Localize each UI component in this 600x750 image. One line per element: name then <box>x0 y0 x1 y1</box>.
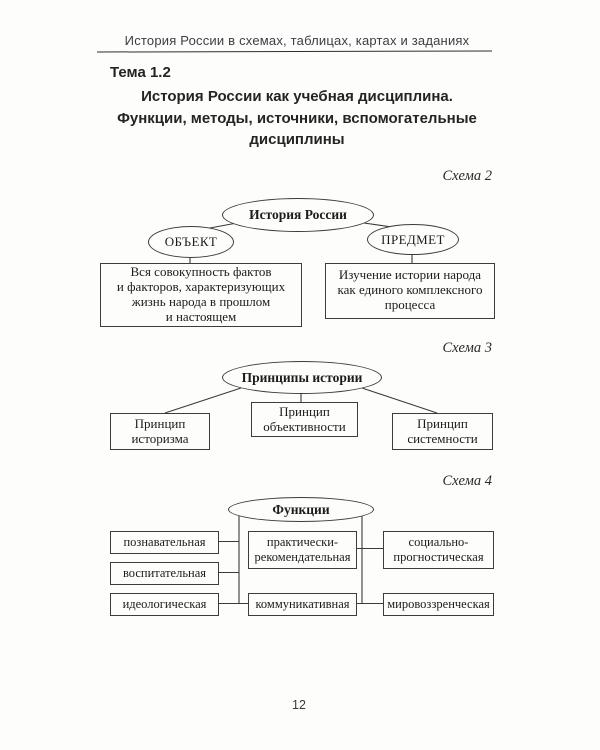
scheme4-box-line: социально- <box>408 534 469 549</box>
scheme4-box-line: прогностическая <box>393 550 484 564</box>
scheme4-box-communicative: коммуникативная <box>248 593 357 616</box>
scheme4-box-label: воспитательная <box>122 565 207 580</box>
scheme2-subject-box-line: Изучение истории народа <box>338 267 482 282</box>
scheme2-root-label: История России <box>249 207 347 222</box>
scheme4-box-social-prognostic: социально- прогностическая <box>383 531 494 569</box>
scheme2-object-box-line: и факторов, характеризующих <box>116 279 286 295</box>
scheme4-box-label: познавательная <box>123 534 206 549</box>
page-number: 12 <box>292 698 306 712</box>
page-title-line2: Функции, методы, источники, вспомогатель… <box>117 109 477 127</box>
scheme3-box-line: Принцип <box>134 415 186 431</box>
scheme4-box-practical-recommendatory: практически- рекомендательная <box>248 531 357 569</box>
header-rule <box>96 50 493 53</box>
page-title: История России как учебная дисциплина. Ф… <box>0 86 594 151</box>
scheme2-object-box-line: жизнь народа в прошлом <box>131 294 271 309</box>
scheme4-box-label: мировоззренческая <box>387 596 490 611</box>
scheme4-box-educational: воспитательная <box>110 562 219 585</box>
scheme3-box-line: системности <box>407 430 478 446</box>
scheme2-root-ellipse: История России <box>222 198 374 232</box>
scheme4-root-label: Функции <box>272 501 330 517</box>
topic-label: Тема 1.2 <box>110 64 171 81</box>
scheme2-object-box-line: Вся совокупность фактов <box>130 264 272 280</box>
scheme2-label: Схема 2 <box>442 168 492 184</box>
scheme4-box-label: идеологическая <box>122 596 207 611</box>
scheme2-object-box: Вся совокупность фактов и факторов, хара… <box>100 263 302 327</box>
scheme4-box-ideological: идеологическая <box>110 593 219 616</box>
scheme4-label: Схема 4 <box>442 473 492 489</box>
scheme2-subject-label: ПРЕДМЕТ <box>381 231 445 247</box>
scheme4-box-line: рекомендательная <box>254 550 351 564</box>
scheme2-subject-box-line: как единого комплексного <box>337 281 483 297</box>
scheme3-box-line: историзма <box>131 430 189 446</box>
page-title-line1: История России как учебная дисциплина. <box>141 88 453 105</box>
scheme3-root-ellipse: Принципы истории <box>222 361 382 394</box>
page-title-line3: дисциплины <box>249 131 345 148</box>
scheme4-box-cognitive: познавательная <box>110 531 219 554</box>
scheme2-subject-box-line: процесса <box>384 296 436 312</box>
scheme3-box-line: Принцип <box>417 415 468 431</box>
scheme2-object-label: ОБЪЕКТ <box>164 234 218 249</box>
scheme4-box-line: практически- <box>266 534 339 549</box>
scheme4-box-worldview: мировоззренческая <box>383 593 494 616</box>
running-header: История России в схемах, таблицах, карта… <box>124 33 470 48</box>
scheme3-box-systematicity: Принцип системности <box>392 413 493 450</box>
scheme3-label: Схема 3 <box>442 340 492 356</box>
scheme3-box-line: Принцип <box>279 403 330 419</box>
scheme2-subject-ellipse: ПРЕДМЕТ <box>367 224 459 255</box>
scheme4-root-ellipse: Функции <box>228 497 374 522</box>
scheme3-box-objectivity: Принцип объективности <box>251 402 358 437</box>
scheme2-object-ellipse: ОБЪЕКТ <box>148 226 234 258</box>
scheme3-root-label: Принципы истории <box>241 369 363 385</box>
scheme4-box-label: коммуникативная <box>255 596 350 611</box>
scheme2-subject-box: Изучение истории народа как единого комп… <box>325 263 495 319</box>
scheme2-object-box-line: и настоящем <box>165 308 237 324</box>
scheme3-box-line: объективности <box>263 418 346 434</box>
scheme3-box-historicism: Принцип историзма <box>110 413 210 450</box>
